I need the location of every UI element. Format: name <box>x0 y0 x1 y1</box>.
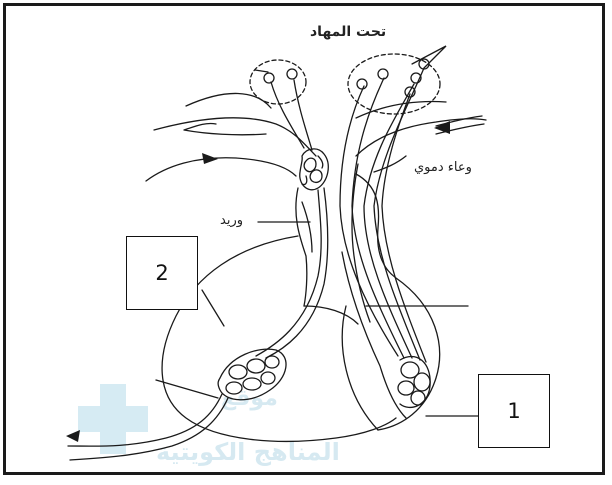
long-axon-4 <box>374 68 424 360</box>
posterior-lobe-inner <box>342 252 406 418</box>
label-hypothalamus: تحت المهاد <box>310 24 386 40</box>
stalk-left-wall <box>296 188 307 306</box>
arrow-blood-out <box>66 430 80 442</box>
arrow-blood-in-left <box>202 153 218 164</box>
stalk-inner-left <box>302 202 312 252</box>
posterior-capillary-plexus <box>398 356 430 407</box>
secondary-capillary-plexus <box>218 349 286 400</box>
axon-left-2 <box>294 80 312 150</box>
hypothalamus-outline-left <box>154 118 316 156</box>
hypothalamus-outline-top <box>186 93 271 108</box>
blood-vessel-top-left <box>184 123 266 134</box>
label-vein: وريد <box>220 213 243 228</box>
portal-vein-1 <box>256 190 321 356</box>
lobe-divider <box>342 306 378 430</box>
diagram-frame: موقع المناهج الكويتية <box>3 3 605 475</box>
long-axon-3 <box>364 84 414 358</box>
leader-blood-vessel <box>374 156 406 172</box>
label-blood-vessel: وعاء دموي <box>414 160 472 175</box>
leader-box-2 <box>202 290 224 326</box>
answer-box-1: 1 <box>478 374 550 448</box>
outgoing-vein-1 <box>68 394 222 446</box>
outgoing-vein-2 <box>70 398 228 460</box>
answer-box-2: 2 <box>126 236 198 310</box>
posterior-lobe-outline <box>356 174 440 430</box>
hypothalamus-outline-far-left <box>146 158 296 181</box>
hypothalamus-outline-right <box>356 119 486 156</box>
primary-capillary-plexus <box>300 149 329 190</box>
long-axon-1 <box>340 86 398 356</box>
